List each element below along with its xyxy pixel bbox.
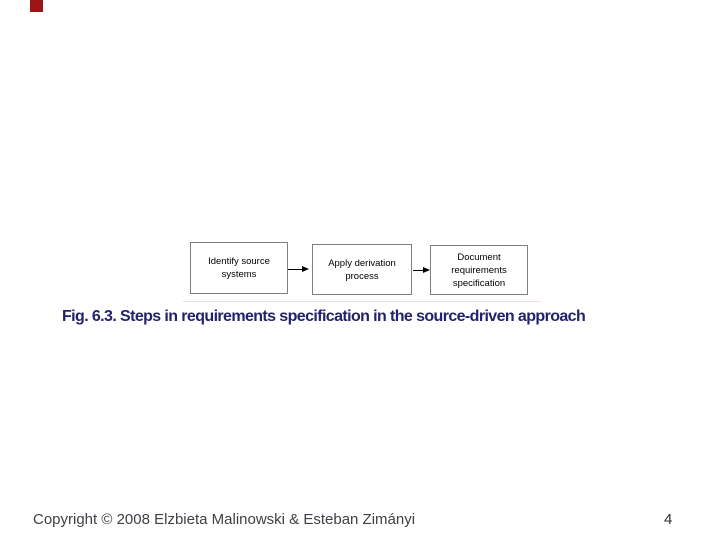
flow-step-document-requirements-specification: Document requirements specification <box>430 245 528 295</box>
arrow-line <box>413 270 424 271</box>
bookmark-icon <box>30 0 43 12</box>
flow-step-label-line: specification <box>452 277 506 289</box>
page-number: 4 <box>664 511 673 528</box>
flow-step-label-line: Identify source <box>208 256 270 267</box>
flow-step-label-line: systems <box>221 269 257 280</box>
arrow-line <box>288 269 303 270</box>
flow-step-identify-source-systems: Identify source systems <box>190 242 288 294</box>
figure-caption: Fig. 6.3. Steps in requirements specific… <box>62 308 586 325</box>
flow-step-label-line: process <box>345 270 379 282</box>
arrow-right-icon <box>423 267 430 273</box>
flow-step-label-line: requirements <box>451 264 507 276</box>
copyright-text: Copyright © 2008 Elzbieta Malinowski & E… <box>33 511 416 528</box>
divider-line <box>183 301 541 302</box>
flow-step-apply-derivation-process: Apply derivation process <box>312 244 412 295</box>
arrow-right-icon <box>302 266 309 272</box>
flow-step-label-line: Apply derivation <box>328 257 396 269</box>
flow-step-label-line: Document <box>457 251 501 263</box>
